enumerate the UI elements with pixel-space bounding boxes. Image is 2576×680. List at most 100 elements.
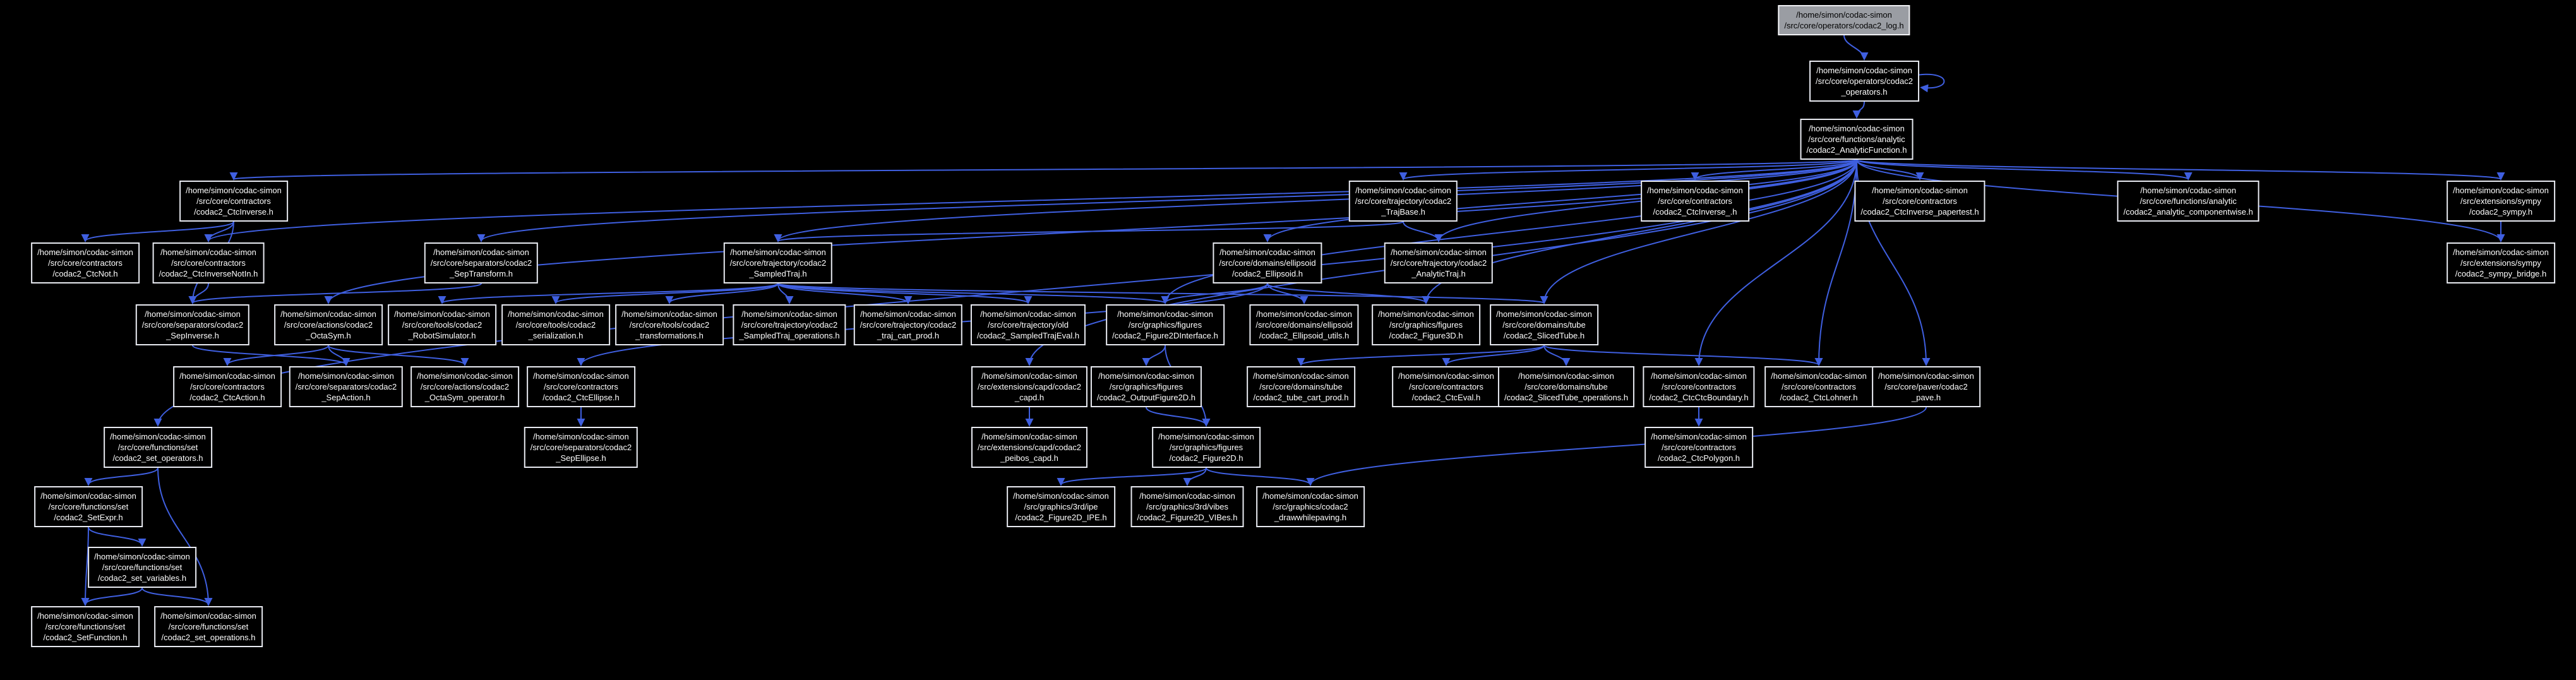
graph-node-label: /src/core/contractors [171, 258, 246, 268]
graph-node-figure2d[interactable]: /home/simon/codac-simon/src/graphics/fig… [1152, 427, 1261, 468]
graph-node-figure3d[interactable]: /home/simon/codac-simon/src/graphics/fig… [1372, 304, 1480, 345]
graph-node-label: _pave.h [1911, 393, 1941, 402]
graph-node-label: _SepTransform.h [450, 269, 513, 278]
graph-node-label: /src/graphics/3rd/vibes [1146, 502, 1229, 511]
graph-node-label: /codac2_CtcInverse_.h [1653, 207, 1737, 217]
graph-node-label: /src/graphics/figures [1169, 443, 1243, 452]
graph-node-label: /src/core/trajectory/codac2 [1355, 196, 1452, 206]
graph-node-ellipsoid[interactable]: /home/simon/codac-simon/src/core/domains… [1213, 242, 1322, 283]
graph-node-componentwise[interactable]: /home/simon/codac-simon/src/core/functio… [2117, 181, 2260, 222]
graph-node-label: /codac2_sympy.h [2469, 207, 2533, 217]
graph-node-setexpr[interactable]: /home/simon/codac-simon/src/core/functio… [34, 486, 143, 527]
graph-node-label: /home/simon/codac-simon [1651, 432, 1747, 441]
graph-node-label: /codac2_Ellipsoid_utils.h [1259, 331, 1350, 340]
graph-node-drawwhilepaving[interactable]: /home/simon/codac-simon/src/graphics/cod… [1256, 486, 1365, 527]
graph-node-label: /codac2_Ellipsoid.h [1231, 269, 1303, 278]
graph-node-label: /home/simon/codac-simon [1256, 309, 1352, 319]
graph-node-analyticfunction[interactable]: /home/simon/codac-simon/src/core/functio… [1800, 119, 1914, 160]
graph-node-slicedtubeops[interactable]: /home/simon/codac-simon/src/core/domains… [1497, 366, 1635, 407]
graph-node-label: /src/core/tools/codac2 [629, 320, 710, 330]
graph-node-label: /home/simon/codac-simon [621, 309, 717, 319]
graph-node-label: /home/simon/codac-simon [1117, 309, 1213, 319]
graph-node-ctcinverse[interactable]: /home/simon/codac-simon/src/core/contrac… [179, 181, 288, 222]
graph-node-label: /src/core/domains/tube [1502, 320, 1586, 330]
graph-node-label: /src/core/separators/codac2 [141, 320, 244, 330]
graph-node-label: /src/core/contractors [48, 258, 123, 268]
graph-node-peiboscapd[interactable]: /home/simon/codac-simon/src/extensions/c… [971, 427, 1088, 468]
graph-node-label: /src/core/operators/codac2_log.h [1784, 21, 1904, 30]
graph-node-ctcctcboundary[interactable]: /home/simon/codac-simon/src/core/contrac… [1643, 366, 1755, 407]
graph-node-ctcellipse[interactable]: /home/simon/codac-simon/src/core/contrac… [527, 366, 635, 407]
graph-node-ellipsoidutils[interactable]: /home/simon/codac-simon/src/core/domains… [1249, 304, 1359, 345]
graph-node-label: /codac2_Figure2D.h [1169, 453, 1243, 463]
graph-node-figure2dinterface[interactable]: /home/simon/codac-simon/src/graphics/fig… [1106, 304, 1225, 345]
graph-node-label: /home/simon/codac-simon [280, 309, 376, 319]
graph-node-ctcnot[interactable]: /home/simon/codac-simon/src/core/contrac… [31, 242, 140, 283]
graph-node-label: /codac2_set_operations.h [161, 633, 256, 642]
graph-node-label: /src/graphics/figures [1109, 382, 1183, 391]
graph-node-robotsimulator[interactable]: /home/simon/codac-simon/src/core/tools/c… [388, 304, 496, 345]
graph-node-capd[interactable]: /home/simon/codac-simon/src/extensions/c… [971, 366, 1088, 407]
graph-node-tubecartprod[interactable]: /home/simon/codac-simon/src/core/domains… [1247, 366, 1355, 407]
graph-node-operators[interactable]: /home/simon/codac-simon/src/core/operato… [1809, 61, 1919, 102]
graph-node-sampledtraj[interactable]: /home/simon/codac-simon/src/core/traject… [723, 242, 833, 283]
graph-node-label: /home/simon/codac-simon [110, 432, 206, 441]
graph-node-slicedtube[interactable]: /home/simon/codac-simon/src/core/domains… [1490, 304, 1598, 345]
graph-node-octasym[interactable]: /home/simon/codac-simon/src/core/actions… [274, 304, 383, 345]
graph-node-label: /home/simon/codac-simon [394, 309, 490, 319]
graph-node-trajbase[interactable]: /home/simon/codac-simon/src/core/traject… [1348, 181, 1458, 222]
graph-node-label: /home/simon/codac-simon [508, 309, 604, 319]
graph-node-label: /codac2_CtcInverseNotIn.h [159, 269, 258, 278]
graph-node-octasymoperator[interactable]: /home/simon/codac-simon/src/core/actions… [410, 366, 519, 407]
graph-node-sampledtrajeval[interactable]: /home/simon/codac-simon/src/core/traject… [970, 304, 1086, 345]
graph-node-label: /src/core/domains/ellipsoid [1219, 258, 1316, 268]
graph-node-sympybridge[interactable]: /home/simon/codac-simon/src/extensions/s… [2447, 242, 2555, 283]
graph-node-ctcaction[interactable]: /home/simon/codac-simon/src/core/contrac… [173, 366, 282, 407]
graph-node-figure2dvibes[interactable]: /home/simon/codac-simon/src/graphics/3rd… [1130, 486, 1244, 527]
graph-node-ctclohner[interactable]: /home/simon/codac-simon/src/core/contrac… [1764, 366, 1873, 407]
graph-node-ctcpolygon[interactable]: /home/simon/codac-simon/src/core/contrac… [1644, 427, 1753, 468]
graph-node-label: /home/simon/codac-simon [433, 248, 529, 257]
graph-node-ctceval[interactable]: /home/simon/codac-simon/src/core/contrac… [1392, 366, 1501, 407]
graph-node-label: /src/core/contractors [196, 196, 271, 206]
graph-node-label: /codac2_SampledTrajEval.h [976, 331, 1080, 340]
graph-node-label: /src/core/contractors [1658, 196, 1732, 206]
graph-node-label: /src/graphics/figures [1389, 320, 1463, 330]
graph-node-setoperators[interactable]: /home/simon/codac-simon/src/core/functio… [104, 427, 212, 468]
graph-node-setfunction[interactable]: /home/simon/codac-simon/src/core/functio… [31, 606, 140, 647]
graph-node-outputfigure2d[interactable]: /home/simon/codac-simon/src/graphics/fig… [1090, 366, 1202, 407]
graph-node-septransform[interactable]: /home/simon/codac-simon/src/core/separat… [424, 242, 539, 283]
graph-node-label: /home/simon/codac-simon [981, 432, 1077, 441]
graph-node-setoperations[interactable]: /home/simon/codac-simon/src/core/functio… [154, 606, 263, 647]
graph-node-label: /home/simon/codac-simon [1253, 371, 1349, 381]
graph-node-label: /src/core/contractors [544, 382, 618, 391]
graph-node-sympy[interactable]: /home/simon/codac-simon/src/extensions/s… [2447, 181, 2555, 222]
graph-node-sepaction[interactable]: /home/simon/codac-simon/src/core/separat… [289, 366, 404, 407]
graph-node-label: /home/simon/codac-simon [1496, 309, 1592, 319]
graph-node-analytictraj[interactable]: /home/simon/codac-simon/src/core/traject… [1384, 242, 1494, 283]
graph-node-ctcinversenotin[interactable]: /home/simon/codac-simon/src/core/contrac… [152, 242, 265, 283]
graph-node-label: /src/graphics/codac2 [1273, 502, 1348, 511]
graph-node-ctcinverse_[interactable]: /home/simon/codac-simon/src/core/contrac… [1641, 181, 1749, 222]
graph-node-label: /src/graphics/figures [1128, 320, 1202, 330]
graph-node-sampledtrajops[interactable]: /home/simon/codac-simon/src/core/traject… [733, 304, 846, 345]
graph-node-label: /home/simon/codac-simon [533, 432, 629, 441]
graph-node-serialization[interactable]: /home/simon/codac-simon/src/core/tools/c… [501, 304, 610, 345]
graph-node-label: /src/extensions/sympy [2460, 258, 2541, 268]
graph-node-label: /home/simon/codac-simon [860, 309, 956, 319]
graph-node-papertest[interactable]: /home/simon/codac-simon/src/core/contrac… [1854, 181, 1986, 222]
graph-node-label: /src/core/separators/codac2 [295, 382, 397, 391]
graph-node-transformations[interactable]: /home/simon/codac-simon/src/core/tools/c… [615, 304, 724, 345]
graph-node-sepellipse[interactable]: /home/simon/codac-simon/src/core/separat… [524, 427, 638, 468]
graph-node-label: _traj_cart_prod.h [877, 331, 940, 340]
graph-node-setvariables[interactable]: /home/simon/codac-simon/src/core/functio… [88, 547, 196, 588]
graph-node-label: /codac2_CtcLohner.h [1780, 393, 1858, 402]
graph-node-pave[interactable]: /home/simon/codac-simon/src/core/paver/c… [1872, 366, 1980, 407]
graph-node-label: /home/simon/codac-simon [2453, 186, 2549, 195]
graph-node-label: /src/core/contractors [1662, 443, 1736, 452]
graph-node-figure2dipe[interactable]: /home/simon/codac-simon/src/graphics/3rd… [1007, 486, 1115, 527]
graph-node-sepinverse[interactable]: /home/simon/codac-simon/src/core/separat… [135, 304, 250, 345]
graph-node-label: _TrajBase.h [1381, 207, 1425, 217]
graph-node-trajcartprod[interactable]: /home/simon/codac-simon/src/core/traject… [853, 304, 963, 345]
graph-node-label: /home/simon/codac-simon [1647, 186, 1743, 195]
